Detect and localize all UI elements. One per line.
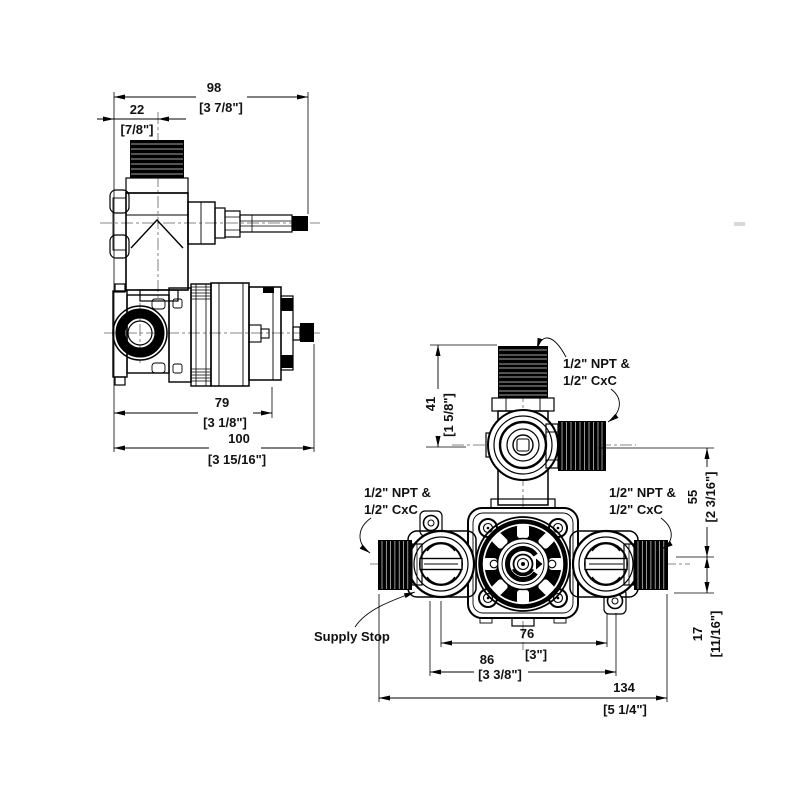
side-top-threaded-port: [130, 140, 184, 178]
dim-86-in: [3 3/8"]: [478, 667, 522, 682]
label-left-port-line2: 1/2" CxC: [364, 502, 418, 517]
dim-134-mm: 134: [613, 680, 635, 695]
label-left-port-line1: 1/2" NPT &: [364, 485, 431, 500]
front-dimensions: [378, 344, 714, 702]
front-view: 41 [1 5/8"] 55 [2 3/16"] 17 [11/16"] 76 …: [314, 337, 723, 717]
front-cartridge-mechanism: [475, 516, 571, 612]
dim-22-mm: 22: [130, 102, 144, 117]
side-lower-assembly: [112, 282, 314, 387]
front-outlet-union: [485, 409, 559, 509]
dim-134-in: [5 1/4"]: [603, 702, 647, 717]
label-right-port-line1: 1/2" NPT &: [609, 485, 676, 500]
label-supply-stop: Supply Stop: [314, 629, 390, 644]
dim-17-in: [11/16"]: [708, 611, 723, 658]
front-leader-lines: [354, 337, 673, 628]
front-left-supply-stop: [378, 510, 477, 599]
print-smudge: [734, 222, 745, 226]
dim-76-mm: 76: [520, 626, 534, 641]
label-right-port-line2: 1/2" CxC: [609, 502, 663, 517]
dim-98-in: [3 7/8"]: [199, 100, 243, 115]
side-view: 98 [3 7/8"] 22 [7/8"] 79 [3 1/8"] 100 [3…: [97, 80, 320, 467]
dim-76-in: [3"]: [525, 647, 547, 662]
front-top-threaded-port: [491, 346, 555, 412]
label-top-port-line1: 1/2" NPT &: [563, 356, 630, 371]
side-dimensions: [97, 92, 315, 452]
dim-41-in: [1 5/8"]: [441, 393, 456, 437]
label-top-port-line2: 1/2" CxC: [563, 373, 617, 388]
dim-41-mm: 41: [423, 397, 438, 411]
dim-55-in: [2 3/16"]: [703, 472, 718, 523]
dim-98-mm: 98: [207, 80, 221, 95]
dim-22-in: [7/8"]: [121, 122, 154, 137]
dim-86-mm: 86: [480, 652, 494, 667]
dim-100-mm: 100: [228, 431, 250, 446]
dim-55-mm: 55: [685, 490, 700, 504]
front-right-threaded-port: [545, 421, 606, 471]
side-cartridge-stem: [187, 201, 308, 245]
dim-100-in: [3 15/16"]: [208, 452, 266, 467]
dim-79-in: [3 1/8"]: [203, 415, 247, 430]
dim-17-mm: 17: [690, 627, 705, 641]
dim-79-mm: 79: [215, 395, 229, 410]
side-valve-body: [109, 177, 189, 302]
front-right-supply-stop: [569, 529, 668, 615]
